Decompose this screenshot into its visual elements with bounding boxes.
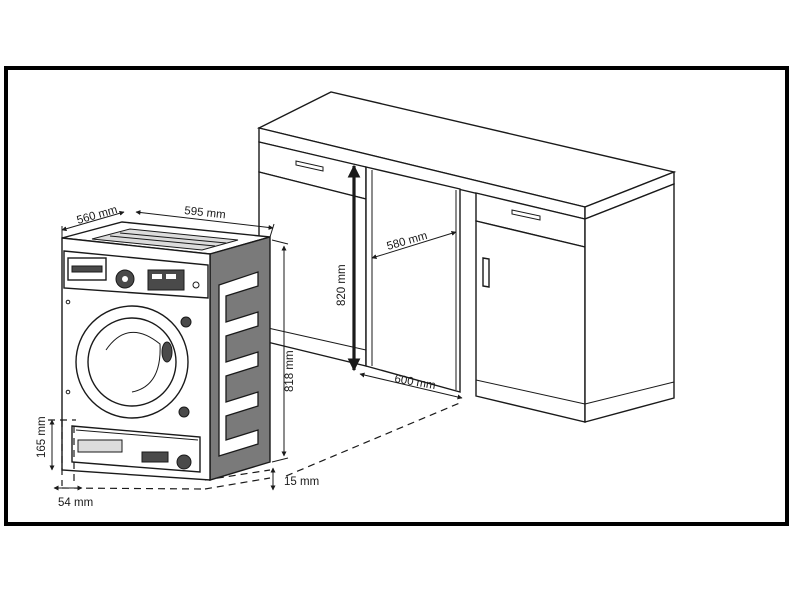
display-segment-2: [166, 274, 176, 279]
dim-machine-depth-line: [61, 210, 125, 232]
label-machine-depth: 560 mm: [76, 204, 119, 227]
front-screw-2: [65, 389, 71, 395]
plinth-line-front: [475, 379, 586, 405]
control-button: [192, 281, 200, 289]
dim-machine-width-line: [135, 210, 274, 230]
door-handle: [161, 341, 173, 363]
door-inner-bowl: [105, 331, 161, 393]
ext-height-bottom: [271, 457, 289, 463]
base-rail: [75, 429, 199, 441]
drawer-handle: [71, 265, 103, 273]
left-drawer-handle: [295, 160, 324, 172]
cabinet-niche-back: [365, 166, 461, 393]
left-carcass-panel: [258, 171, 367, 367]
label-floor-clearance: 15 mm: [284, 476, 319, 488]
label-feet-inset: 54 mm: [58, 497, 93, 509]
right-door-handle: [482, 257, 490, 288]
dimension-lines: [48, 164, 463, 491]
side-serpentine: [218, 271, 259, 457]
drain-pump: [176, 454, 192, 470]
label-feet-height: 165 mm: [36, 416, 48, 458]
top-rib: [109, 235, 216, 247]
ext-width-right: [269, 223, 275, 238]
label-machine-width: 595 mm: [184, 205, 227, 221]
floor-lines: [61, 401, 463, 490]
display: [147, 269, 185, 291]
door-glass: [87, 317, 177, 407]
program-knob-center: [122, 276, 128, 282]
dim-niche-depth-line: [371, 230, 457, 260]
filter-slot: [141, 451, 169, 463]
hinge-bottom: [178, 406, 190, 418]
right-drawer-handle: [511, 209, 541, 221]
top-rib-2: [119, 232, 227, 244]
front-screw-1: [65, 299, 71, 305]
filter-cover: [77, 439, 123, 453]
cabinet-side: [584, 182, 675, 423]
display-segment: [152, 274, 162, 279]
hinge-top: [180, 316, 192, 328]
outer-frame: [4, 66, 789, 526]
label-machine-height: 818 mm: [284, 350, 296, 392]
dimension-labels: 560 mm 595 mm 818 mm 820 mm 580 mm 600 m…: [36, 204, 436, 509]
kitchen-cabinet: [256, 91, 677, 423]
washing-machine: [61, 221, 271, 481]
plinth-line: [584, 381, 675, 405]
ext-height-top: [271, 239, 289, 245]
dim-niche-width-line: [359, 372, 463, 400]
label-niche-height: 820 mm: [336, 264, 348, 306]
